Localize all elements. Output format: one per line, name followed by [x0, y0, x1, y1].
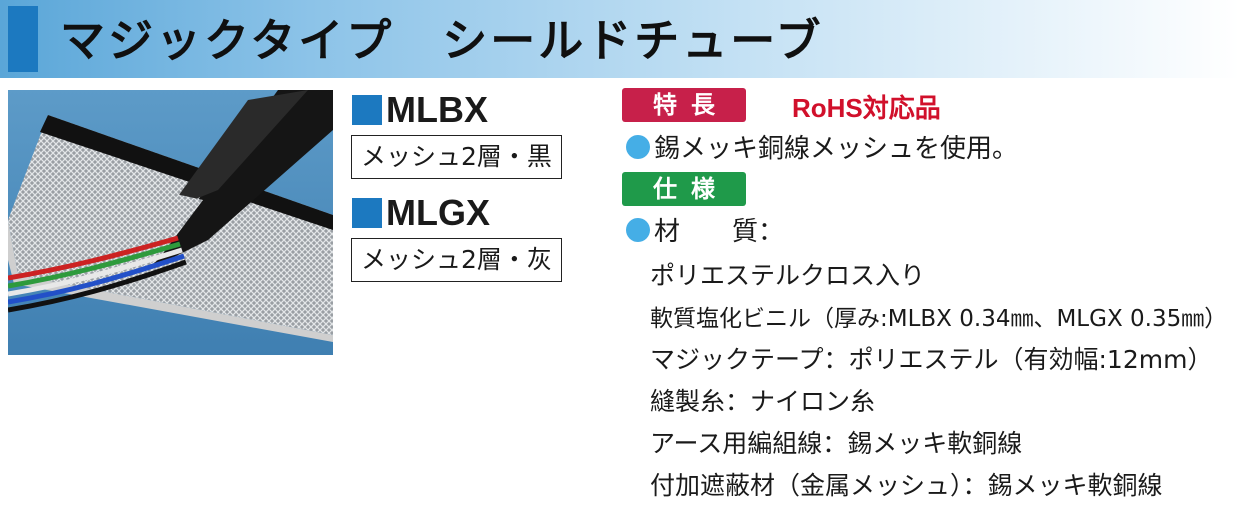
header-accent-bar	[8, 6, 38, 72]
spec-line: 付加遮蔽材（金属メッシュ）：錫メッキ軟銅線	[650, 471, 1163, 500]
spec-line: 縫製糸：ナイロン糸	[650, 387, 876, 416]
rohs-label: RoHS対応品	[792, 93, 941, 123]
variant-description-mlgx: メッシュ2層・灰	[351, 238, 562, 282]
variant-code: MLGX	[386, 192, 490, 233]
product-photo	[8, 90, 333, 355]
variant-code: MLBX	[386, 89, 488, 130]
spec-material-heading: 材 質：	[626, 211, 784, 248]
circle-bullet-icon	[626, 217, 650, 242]
page-title: マジックタイプ シールドチューブ	[60, 14, 824, 67]
variant-description-mlbx: メッシュ2層・黒	[351, 135, 562, 179]
material-label: 材 質：	[654, 217, 785, 247]
variant-heading-mlgx: MLGX	[352, 191, 490, 235]
variant-heading-mlbx: MLBX	[352, 88, 488, 132]
spec-line: アース用編組線：錫メッキ軟銅線	[650, 429, 1023, 458]
feature-text: 錫メッキ銅線メッシュを使用。	[654, 134, 1019, 164]
circle-bullet-icon	[626, 134, 650, 159]
feature-item: 錫メッキ銅線メッシュを使用。	[626, 128, 1018, 165]
header-band	[0, 0, 1240, 78]
spec-line: ポリエステルクロス入り	[650, 261, 926, 290]
square-bullet-icon	[352, 95, 382, 125]
spec-line: マジックテープ：ポリエステル（有効幅:12mm）	[650, 345, 1213, 374]
features-tag: 特長	[622, 88, 746, 122]
square-bullet-icon	[352, 198, 382, 228]
specs-tag: 仕様	[622, 172, 746, 206]
spec-line: 軟質塩化ビニル（厚み:MLBX 0.34㎜、MLGX 0.35㎜）	[650, 306, 1228, 332]
